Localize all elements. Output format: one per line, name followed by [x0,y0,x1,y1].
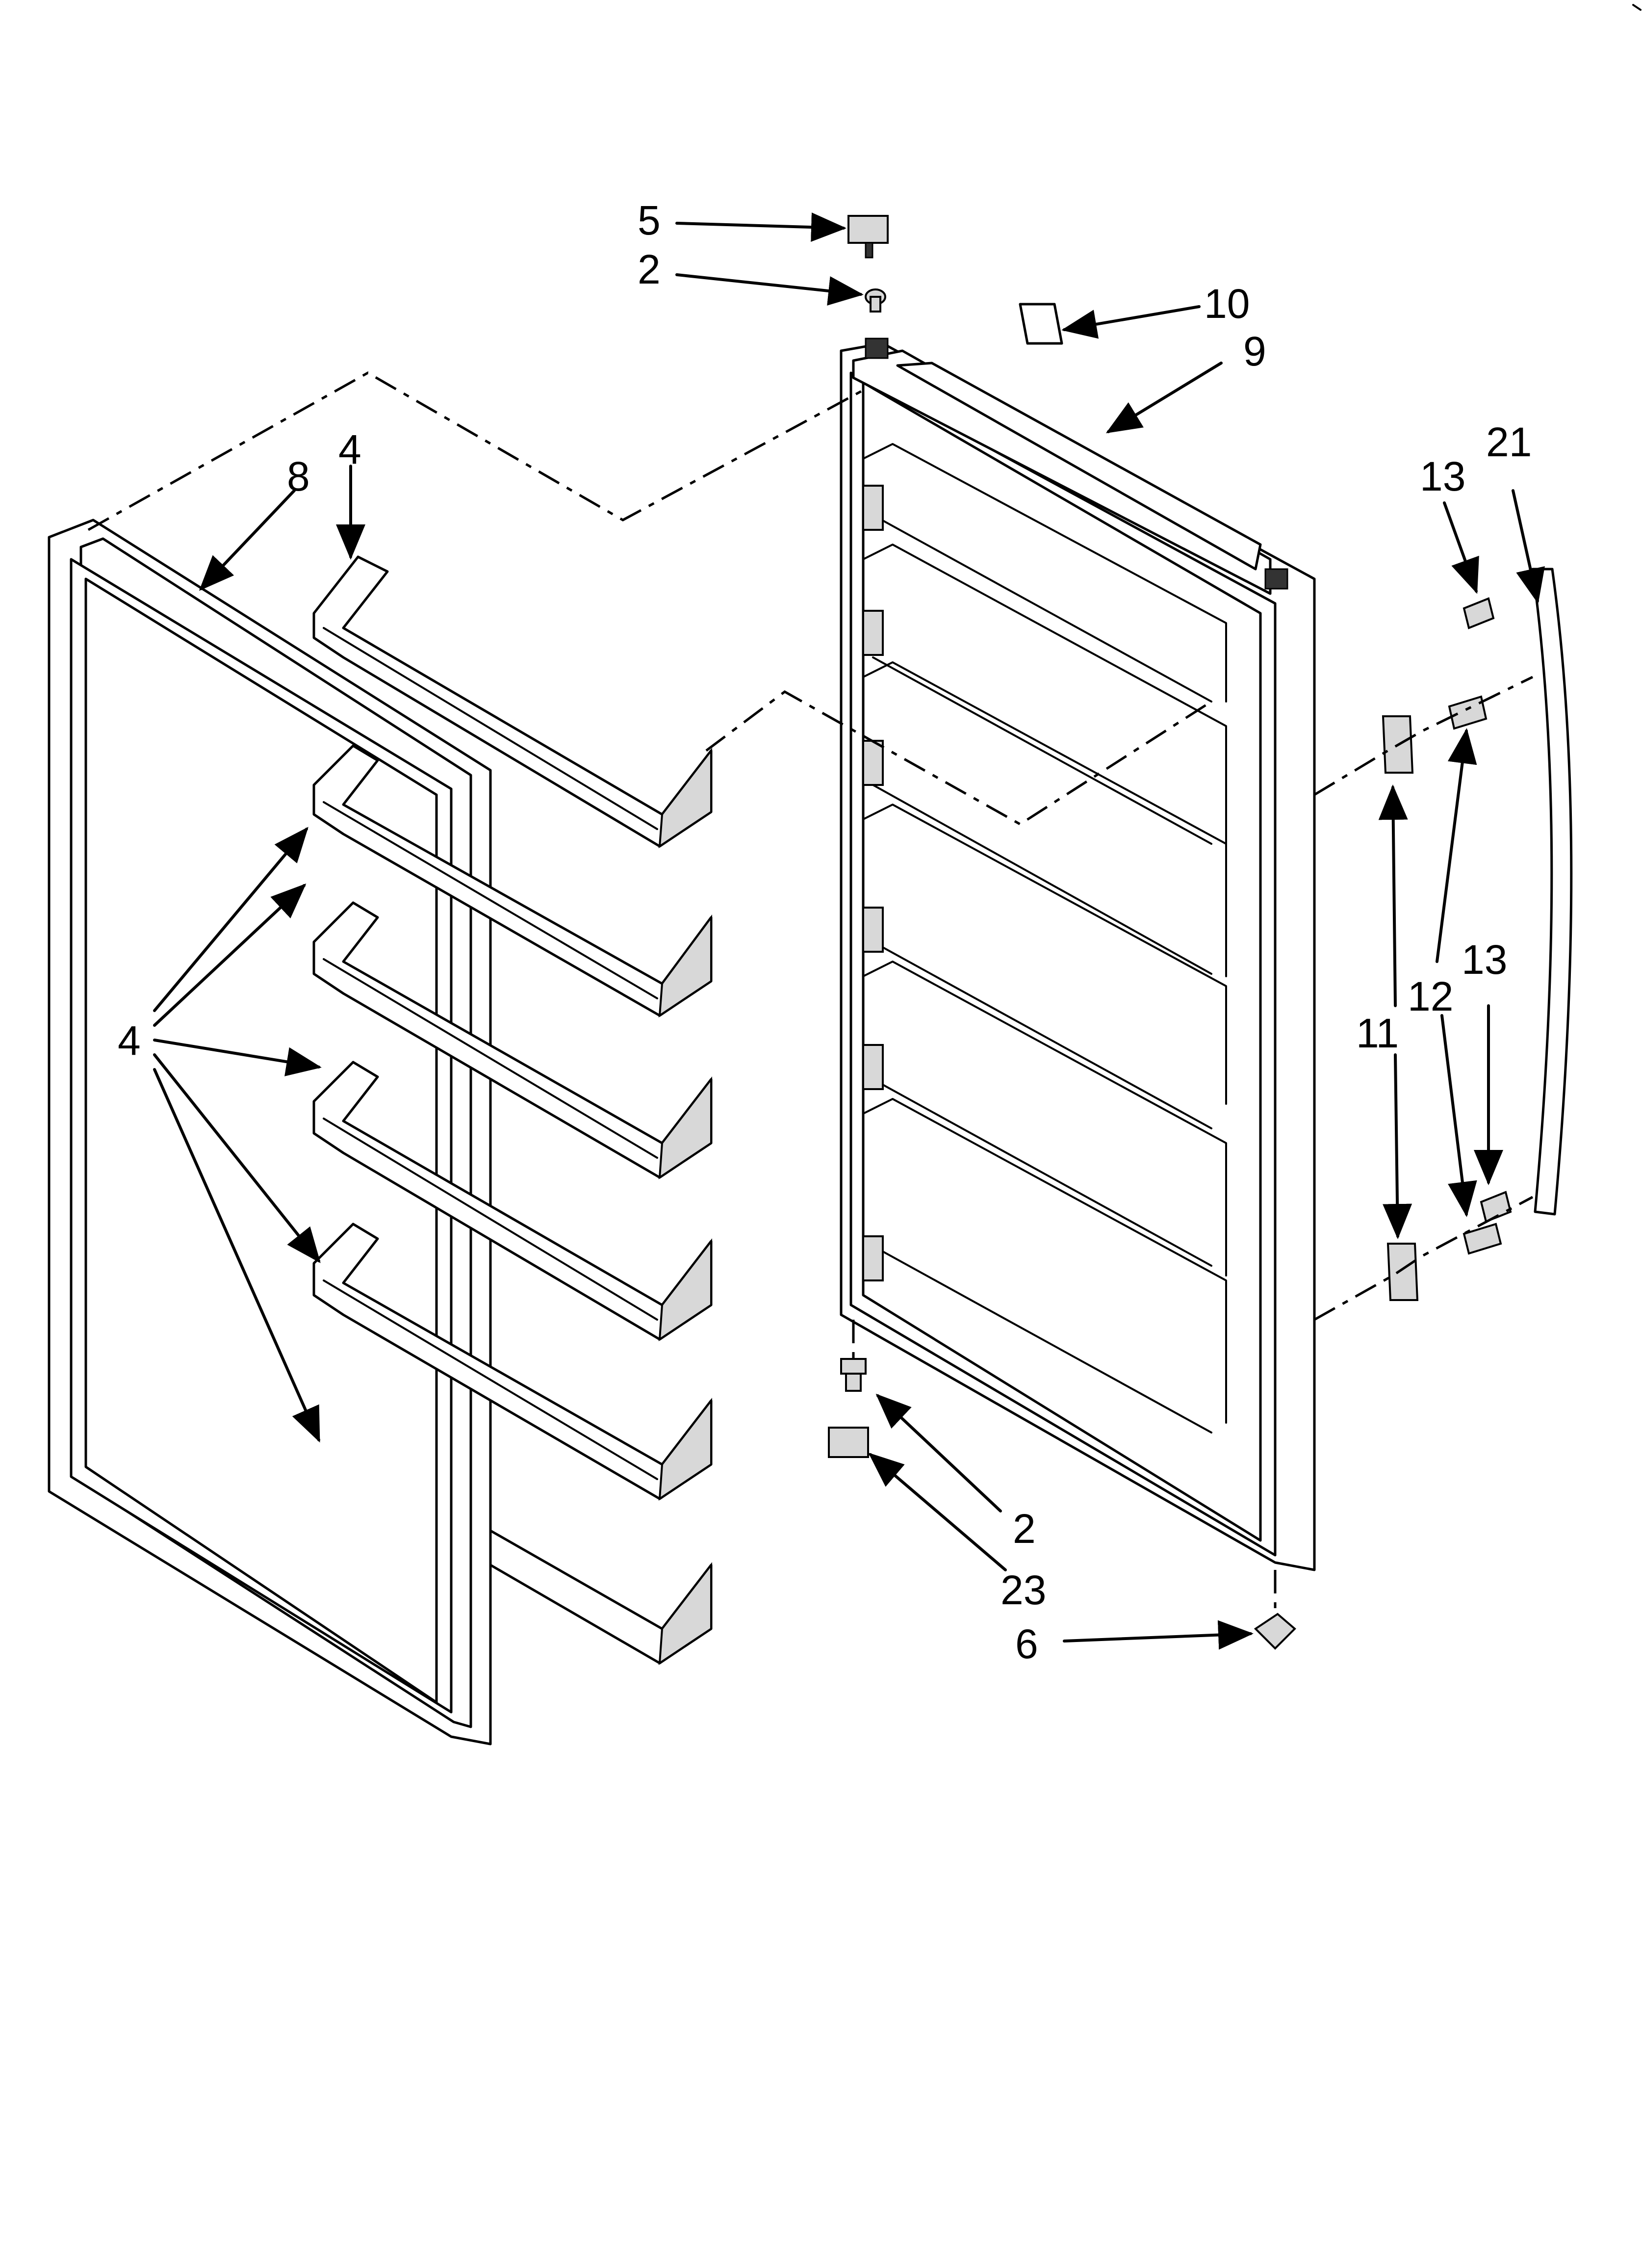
door-shelf [312,901,713,1179]
callout-label: 4 [118,1017,141,1064]
door-shelves [312,555,713,1665]
clip-part-bottom [1386,1243,1419,1301]
callout-label: 2 [1013,1506,1036,1552]
screw-part [1448,597,1512,1255]
top-hinge-part [847,215,889,259]
callout-label: 13 [1462,937,1507,983]
leader-arrows [153,212,1545,1650]
foot-part [1254,1613,1296,1650]
callout-label: 10 [1204,281,1250,327]
callout-label: 8 [287,453,310,499]
door-shelf [312,555,713,848]
door-shelf [312,744,713,1017]
top-bushing-part [865,288,886,313]
callout-labels: 5 2 10 9 8 4 4 13 21 11 12 13 2 23 6 [118,197,1532,1667]
door-shelf [312,1061,713,1341]
bottom-hinge-part [828,1427,869,1458]
callout-label: 21 [1486,419,1532,465]
callout-label: 11 [1356,1010,1399,1056]
door-assembly [840,338,1316,1571]
callout-label: 12 [1408,973,1453,1019]
callout-label: 2 [638,246,661,292]
callout-label: 5 [638,197,661,243]
callout-label: 23 [1001,1567,1046,1613]
label-plate-part [1019,303,1063,345]
callout-label: 9 [1243,328,1266,374]
assembly-lines [87,371,1534,1614]
callout-label: 13 [1420,453,1465,499]
handle-part [1531,568,1573,1216]
corner-mark [1632,4,1642,11]
door-shelf [489,1529,713,1665]
door-shelf [312,1223,713,1501]
callout-label: 6 [1015,1621,1038,1667]
bottom-bushing-part [840,1358,867,1392]
callout-label: 4 [338,426,361,472]
